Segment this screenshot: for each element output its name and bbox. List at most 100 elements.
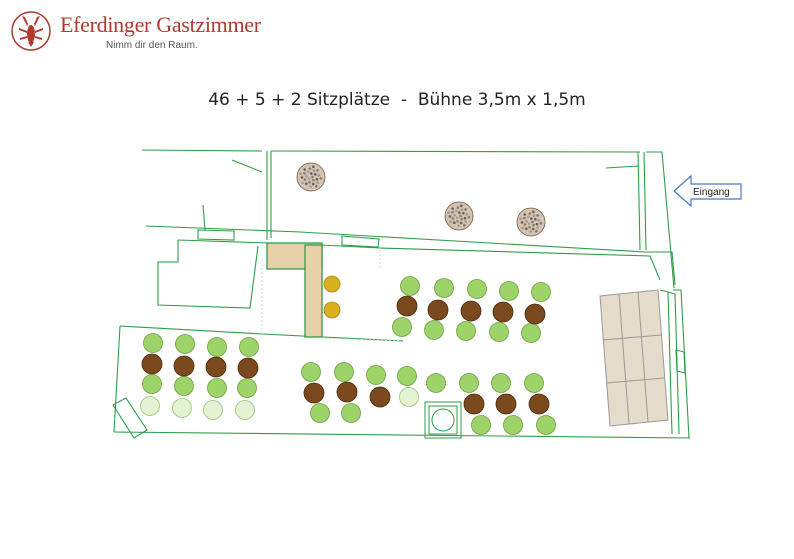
planter-gravel (519, 217, 522, 220)
planter-gravel (310, 172, 313, 175)
chair (424, 320, 444, 340)
chair (310, 403, 330, 423)
planter-gravel (311, 182, 315, 186)
chair (341, 403, 361, 423)
table (427, 299, 449, 321)
planter-gravel (467, 216, 471, 219)
planter-gravel (460, 208, 464, 211)
planter-gravel (307, 177, 311, 181)
planter-gravel (449, 220, 452, 224)
planter-gravel (465, 213, 469, 216)
planter-gravel (312, 165, 315, 169)
dance-floor-box (424, 401, 462, 439)
chair-light (140, 396, 160, 416)
planter-gravel (448, 215, 452, 218)
planter-gravel (460, 217, 463, 221)
stage (599, 289, 669, 427)
planter-gravel (455, 216, 459, 220)
planter-gravel (303, 171, 306, 175)
planter-gravel (300, 176, 304, 179)
planter-gravel (453, 221, 456, 224)
planter-gravel (463, 216, 467, 220)
planter-gravel (523, 213, 526, 216)
planter-gravel (529, 230, 532, 233)
planter-gravel (451, 217, 455, 220)
chair (400, 276, 420, 296)
planter-gravel (532, 214, 536, 217)
planter-gravel (308, 167, 312, 170)
planter-gravel (531, 220, 534, 224)
planter-gravel (464, 208, 467, 211)
table (237, 357, 259, 379)
chair (301, 362, 321, 382)
chair (237, 378, 257, 398)
planter-gravel (532, 223, 535, 227)
counter-bar (266, 242, 323, 338)
planter-gravel (539, 222, 543, 225)
chair (207, 337, 227, 357)
table (173, 355, 195, 377)
chair-light (172, 398, 192, 418)
chair (207, 378, 227, 398)
planter-gravel (455, 209, 458, 213)
planter-gravel (523, 223, 527, 226)
table (524, 303, 546, 325)
planter-gravel (299, 172, 302, 175)
planter-gravel (305, 174, 308, 178)
brand-logo: Eferdinger Gastzimmer Nimm dir den Raum. (10, 8, 261, 58)
chair (536, 415, 556, 435)
chair (467, 279, 487, 299)
table (528, 393, 550, 415)
planter-gravel (464, 220, 468, 223)
bar-stool (323, 275, 341, 293)
chair (143, 333, 163, 353)
planter-gravel (536, 226, 539, 229)
planter-gravel (458, 211, 461, 214)
planter-gravel (451, 210, 454, 214)
planter-gravel (309, 185, 312, 188)
planter-gravel (457, 224, 460, 227)
planter-gravel (317, 174, 321, 177)
planter-gravel (528, 226, 531, 229)
planter-gravel (301, 181, 304, 185)
planter-gravel (303, 168, 307, 171)
planter-gravel (535, 229, 538, 233)
column-dashed (261, 250, 401, 342)
table (460, 300, 482, 322)
planter-gravel (453, 213, 456, 217)
chair (434, 278, 454, 298)
planter-gravel (447, 211, 450, 214)
furniture (140, 162, 556, 435)
entrance-label: Eingang (693, 187, 730, 198)
table (463, 393, 485, 415)
planter-gravel (525, 227, 528, 230)
planter-gravel (521, 226, 524, 230)
planter-gravel (456, 206, 460, 209)
planter-gravel (451, 207, 455, 210)
chair (499, 281, 519, 301)
planter-gravel (536, 214, 539, 217)
planter-gravel (532, 210, 535, 214)
chair (471, 415, 491, 435)
planter-gravel (535, 222, 539, 226)
page-title: 46 + 5 + 2 Sitzplätze - Bühne 3,5m x 1,5… (208, 90, 586, 110)
chair (456, 321, 476, 341)
planter-gravel (530, 217, 533, 220)
planter-gravel (525, 219, 528, 223)
crayfish-icon (11, 11, 51, 51)
planter-gravel (307, 170, 310, 174)
planter-gravel (303, 178, 307, 181)
chair (459, 373, 479, 393)
chair (524, 373, 544, 393)
chair (334, 362, 354, 382)
planter-gravel (460, 204, 463, 208)
planter-gravel (316, 181, 320, 184)
planter-gravel (311, 175, 314, 179)
planter-gravel (315, 184, 318, 188)
chair (174, 376, 194, 396)
chair-light (399, 387, 419, 407)
table (396, 295, 418, 317)
planter-gravel (459, 214, 462, 218)
chair-light (203, 400, 223, 420)
